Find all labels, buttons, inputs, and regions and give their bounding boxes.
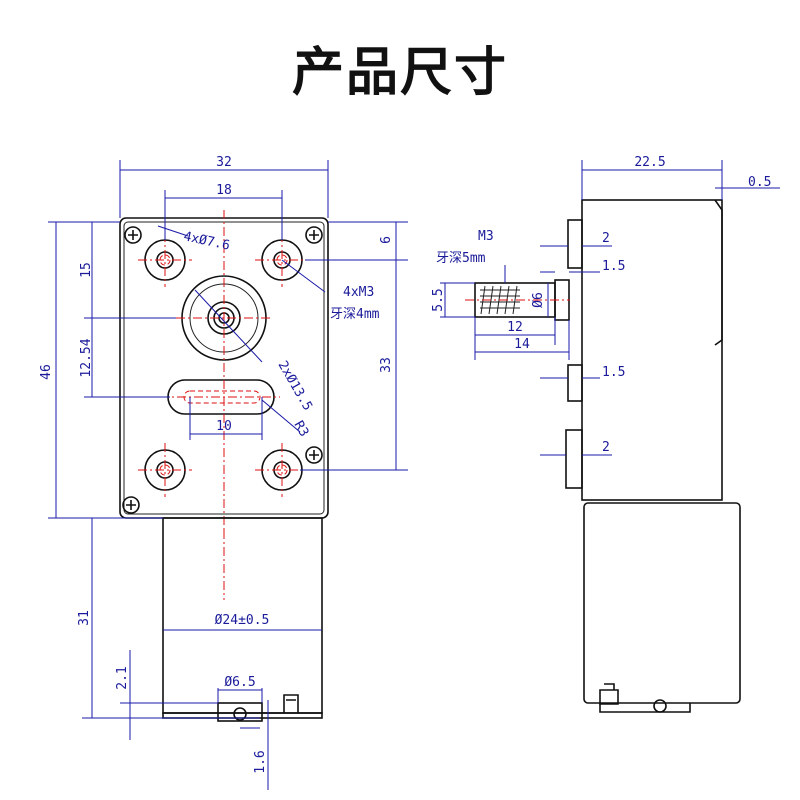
svg-text:1.5: 1.5 <box>602 365 625 380</box>
svg-text:5.5: 5.5 <box>431 288 446 311</box>
motor-end-boss <box>217 702 263 722</box>
svg-text:Ø6: Ø6 <box>531 292 546 308</box>
dim-31: 31 <box>77 517 163 719</box>
dim-end-boss: Ø6.5 <box>217 675 263 703</box>
side-motor-can <box>583 502 741 704</box>
motor-endcap <box>162 712 323 719</box>
dim-step-2-top: 2 <box>540 231 612 247</box>
side-view: 22.5 0.5 M3 牙深5mm 5.5 Ø6 12 14 2 <box>431 155 780 713</box>
dim-10: 10 <box>189 397 263 440</box>
dim-shaft-diameter: Ø6 <box>531 283 549 317</box>
dim-6: 6 <box>305 221 408 261</box>
dim-12: 12 <box>474 317 556 345</box>
dim-33: 33 <box>300 260 408 471</box>
corner-screw-tr <box>305 226 323 244</box>
dim-step-1-5-top: 1.5 <box>540 259 625 274</box>
dim-15: 15 <box>79 222 176 319</box>
callout-shaft-thread: M3 牙深5mm <box>436 229 506 283</box>
corner-screw-tl <box>124 226 142 244</box>
svg-text:6: 6 <box>379 236 394 244</box>
callout-slot-radius: R3 <box>261 399 312 440</box>
svg-text:22.5: 22.5 <box>634 155 665 170</box>
svg-text:2: 2 <box>602 440 610 455</box>
svg-text:Ø6.5: Ø6.5 <box>224 675 255 690</box>
svg-text:牙深4mm: 牙深4mm <box>330 307 380 322</box>
svg-text:15: 15 <box>79 262 94 278</box>
svg-text:M3: M3 <box>478 229 494 244</box>
dim-motor-diameter: Ø24±0.5 <box>163 613 322 631</box>
svg-text:2: 2 <box>602 231 610 246</box>
mount-hole-bl <box>138 443 192 497</box>
dim-0-5: 0.5 <box>715 175 780 200</box>
svg-text:14: 14 <box>514 337 530 352</box>
svg-text:Ø24±0.5: Ø24±0.5 <box>215 613 270 628</box>
corner-screw-bl <box>122 496 140 514</box>
svg-text:10: 10 <box>216 419 232 434</box>
svg-text:2.1: 2.1 <box>115 666 130 689</box>
corner-screw-br <box>305 446 323 464</box>
dim-step-1-5-mid: 1.5 <box>540 365 625 380</box>
callout-boss: 2xØ13.5 <box>194 289 315 414</box>
svg-text:1.5: 1.5 <box>602 259 625 274</box>
side-flange-mid <box>567 364 583 402</box>
side-motor-end <box>599 703 691 713</box>
svg-text:4xM3: 4xM3 <box>343 285 374 300</box>
svg-text:12.54: 12.54 <box>79 338 94 377</box>
svg-text:0.5: 0.5 <box>748 175 771 190</box>
svg-text:牙深5mm: 牙深5mm <box>436 251 486 266</box>
callout-thread-holes: 4xM3 牙深4mm <box>281 259 380 322</box>
svg-text:32: 32 <box>216 155 232 170</box>
svg-text:18: 18 <box>216 183 232 198</box>
dim-1-6: 1.6 <box>163 700 269 790</box>
dim-32: 32 <box>119 155 329 218</box>
motor-terminal <box>283 694 299 713</box>
dim-2-1: 2.1 <box>115 650 218 740</box>
svg-text:1.6: 1.6 <box>253 750 268 773</box>
side-gearbox-body <box>581 199 723 501</box>
svg-text:R3: R3 <box>291 419 312 440</box>
dim-22-5: 22.5 <box>581 155 723 200</box>
svg-text:31: 31 <box>77 610 92 626</box>
front-view: 32 18 4xØ7.6 4xM3 牙深4mm 2xØ13.5 R3 10 <box>39 155 408 790</box>
page-title: 产品尺寸 <box>291 43 508 103</box>
side-flange-top <box>567 219 583 269</box>
dim-18: 18 <box>164 183 283 240</box>
side-terminal <box>599 683 619 705</box>
side-flange-bot <box>565 429 583 489</box>
dim-12-54: 12.54 <box>79 318 170 398</box>
svg-text:2xØ13.5: 2xØ13.5 <box>275 359 315 414</box>
dim-step-2-bottom: 2 <box>540 440 612 456</box>
svg-text:46: 46 <box>39 364 54 380</box>
side-end-bearing <box>653 699 667 713</box>
side-gearbox-cap <box>714 199 723 346</box>
motor-end-bearing <box>233 707 247 721</box>
svg-text:12: 12 <box>507 320 523 335</box>
dim-14: 14 <box>474 320 570 360</box>
dim-5-5: 5.5 <box>431 282 475 318</box>
svg-text:33: 33 <box>379 357 394 373</box>
